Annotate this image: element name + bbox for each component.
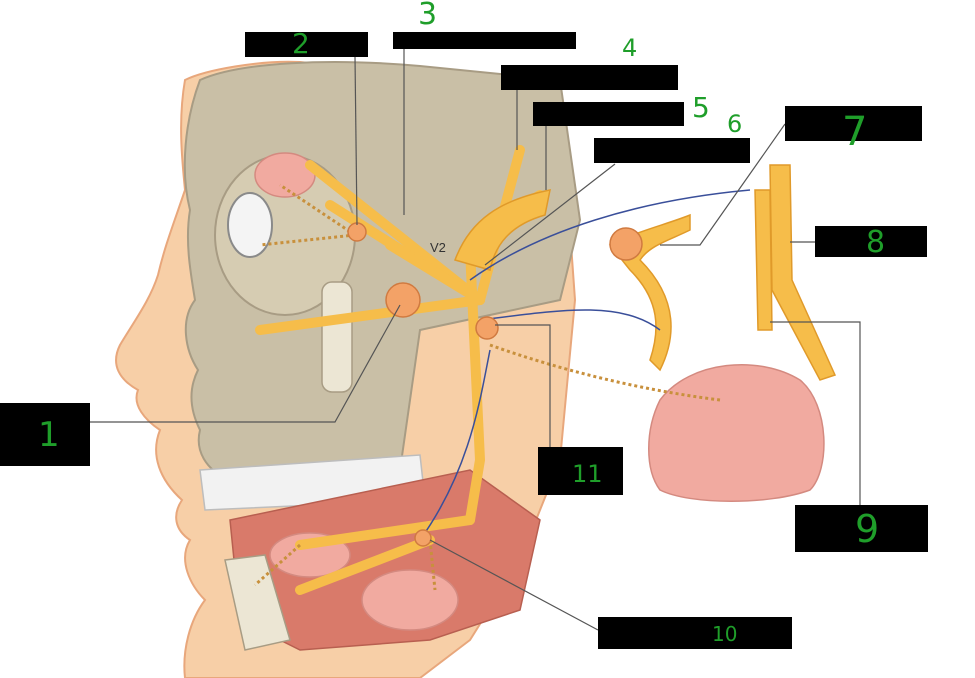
pterygoid-plate <box>321 281 353 393</box>
eye <box>227 192 273 258</box>
label-number-9: 9 <box>855 507 880 551</box>
ciliary-ganglion <box>347 222 367 242</box>
submandibular-ganglion <box>414 529 432 547</box>
label-box-1[interactable] <box>0 403 90 466</box>
label-box-9[interactable] <box>795 505 928 552</box>
label-number-2: 2 <box>292 27 310 60</box>
cranial-nerve-trunk-a <box>754 189 773 331</box>
label-number-4: 4 <box>622 34 638 62</box>
label-number-5: 5 <box>692 91 710 124</box>
blue-fibres <box>419 189 751 541</box>
label-box-7[interactable] <box>785 106 922 141</box>
label-box-2[interactable] <box>245 32 368 57</box>
mandible <box>224 554 291 651</box>
v2-label: V2 <box>430 240 446 255</box>
label-box-10[interactable] <box>598 617 792 649</box>
label-number-1: 1 <box>38 415 60 455</box>
label-box-3[interactable] <box>393 32 576 49</box>
label-box-11[interactable] <box>538 447 623 495</box>
submandibular-gland <box>361 569 459 631</box>
pterygopalatine-ganglion <box>385 282 421 318</box>
label-number-7: 7 <box>842 109 868 155</box>
label-box-8[interactable] <box>815 226 927 257</box>
label-number-3: 3 <box>418 0 438 32</box>
label-number-11: 11 <box>572 460 603 488</box>
label-number-8: 8 <box>866 225 886 260</box>
leader-lines <box>90 48 861 631</box>
label-number-10: 10 <box>712 622 738 646</box>
parasympathetic-fibres <box>254 183 721 591</box>
label-number-6: 6 <box>727 110 743 138</box>
lacrimal-gland <box>254 152 316 198</box>
label-box-6[interactable] <box>594 138 750 163</box>
nerve-trunk <box>454 189 551 271</box>
geniculate-ganglion <box>609 227 643 261</box>
label-box-4[interactable] <box>501 65 678 90</box>
cranial-nerve-trunk-b <box>769 164 837 381</box>
parotid-gland <box>648 364 825 502</box>
label-box-5[interactable] <box>533 102 684 126</box>
otic-ganglion <box>475 316 499 340</box>
